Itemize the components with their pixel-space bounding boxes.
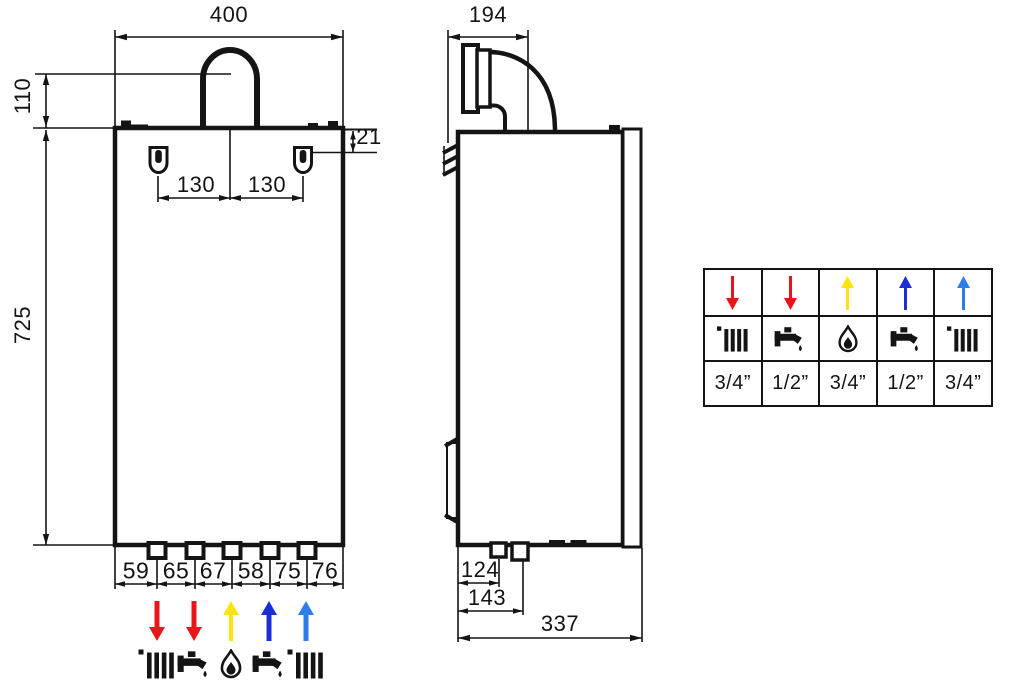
flue-elbow-inner xyxy=(489,103,507,131)
flow-arrow-down-icon xyxy=(186,601,202,641)
dim-hanger-spacing xyxy=(157,176,304,202)
table-cell-arrow-5 xyxy=(935,270,991,315)
dim-chain-label-2: 65 xyxy=(162,557,190,584)
bottom-mark xyxy=(549,540,565,547)
hanger-keyhole-right xyxy=(293,146,313,174)
table-cell-size-5: 3/4” xyxy=(935,362,991,405)
connection-marker-1 xyxy=(137,601,177,679)
connection-legend-table: 3/4” 1/2” 3/4” 1/2” 3/4” xyxy=(703,268,993,407)
side-pipe-stub xyxy=(489,541,508,559)
connection-marker-2 xyxy=(174,601,214,679)
flue-collar xyxy=(475,48,492,109)
table-cell-size-3: 3/4” xyxy=(820,362,876,405)
flow-arrow-up-icon xyxy=(956,275,970,310)
table-cell-icon-3 xyxy=(820,317,876,360)
dim-side-depth-label: 337 xyxy=(540,611,580,636)
front-pipe-stubs xyxy=(146,541,318,560)
flow-arrow-down-icon xyxy=(726,275,740,310)
dim-hanger-drop xyxy=(311,128,377,154)
front-casing-outline xyxy=(112,125,346,548)
flow-arrow-up-icon xyxy=(298,601,314,641)
top-tab-icon xyxy=(131,124,148,129)
wall-clip-top xyxy=(442,143,459,177)
dim-chain-label-3: 67 xyxy=(199,557,227,584)
flow-arrow-down-icon xyxy=(149,601,165,641)
table-cell-arrow-1 xyxy=(705,270,761,315)
flue-dome xyxy=(200,47,260,128)
dim-hanger-drop-label: 21 xyxy=(356,124,382,149)
dim-side-conn-second xyxy=(458,561,524,615)
tap-icon xyxy=(775,326,803,351)
top-tab-icon xyxy=(328,121,338,129)
dim-front-width-label: 400 xyxy=(209,2,249,27)
pipe-size-label: 3/4” xyxy=(714,372,752,394)
dim-chain-label-6: 76 xyxy=(311,557,339,584)
bottom-mark xyxy=(570,540,587,547)
dim-bottom-chain xyxy=(114,547,344,589)
flue-elbow-outer xyxy=(488,49,558,132)
flow-arrow-down-icon xyxy=(783,275,797,310)
side-view xyxy=(442,43,643,562)
dim-chain-label-4: 58 xyxy=(237,557,265,584)
table-cell-icon-5 xyxy=(935,317,991,360)
flow-arrow-up-icon xyxy=(261,601,277,641)
dim-front-height-label: 725 xyxy=(10,305,35,345)
dim-side-flue-offset xyxy=(447,30,529,143)
table-cell-icon-4 xyxy=(877,317,934,360)
table-cell-size-4: 1/2” xyxy=(877,362,934,405)
top-tab-icon xyxy=(308,123,318,130)
dim-front-height xyxy=(33,130,113,546)
flow-arrow-up-icon xyxy=(899,275,913,310)
back-panel xyxy=(621,127,643,549)
dim-side-conn-second-label: 143 xyxy=(467,585,507,610)
radiator-icon xyxy=(947,325,978,352)
flame-icon xyxy=(838,324,858,352)
dim-flue-height xyxy=(33,74,113,129)
pipe-size-label: 3/4” xyxy=(829,372,867,394)
dim-hanger-left-label: 130 xyxy=(176,172,216,197)
table-cell-arrow-2 xyxy=(762,270,819,315)
radiator-icon xyxy=(287,649,323,679)
tap-icon xyxy=(890,326,918,351)
flow-arrow-up-icon xyxy=(223,601,239,641)
dim-chain-label-5: 75 xyxy=(274,557,302,584)
side-casing-outline xyxy=(455,129,626,548)
radiator-icon xyxy=(716,325,748,352)
table-cell-icon-2 xyxy=(762,317,819,360)
table-cell-arrow-3 xyxy=(820,270,876,315)
dim-side-depth xyxy=(458,548,643,642)
dim-flue-height-label: 110 xyxy=(10,77,35,115)
radiator-icon xyxy=(138,649,174,679)
dim-chain-label-1: 59 xyxy=(122,557,150,584)
tap-icon xyxy=(252,651,282,677)
top-tab-icon xyxy=(609,125,620,132)
side-pipe-stub xyxy=(510,541,530,562)
table-cell-arrow-4 xyxy=(877,270,934,315)
front-view xyxy=(35,47,346,560)
dim-side-flue-offset-label: 194 xyxy=(468,2,508,27)
pipe-size-label: 1/2” xyxy=(772,372,809,394)
dim-side-conn-first-label: 124 xyxy=(460,557,500,582)
wall-clip-bottom xyxy=(444,436,460,525)
dim-front-width xyxy=(114,30,344,126)
table-cell-size-2: 1/2” xyxy=(762,362,819,405)
table-cell-size-1: 3/4” xyxy=(705,362,761,405)
flow-arrow-up-icon xyxy=(841,275,855,310)
dim-side-conn-first xyxy=(457,547,500,642)
top-tab-icon xyxy=(121,120,131,129)
hanger-keyhole-left xyxy=(148,146,169,174)
flame-icon xyxy=(220,649,242,679)
connection-marker-3 xyxy=(211,601,251,679)
table-cell-icon-1 xyxy=(705,317,761,360)
connection-marker-5 xyxy=(286,601,326,679)
pipe-size-label: 3/4” xyxy=(944,372,982,394)
dim-hanger-right-label: 130 xyxy=(247,172,287,197)
tap-icon xyxy=(177,651,207,677)
connection-marker-4 xyxy=(249,601,289,679)
pipe-size-label: 1/2” xyxy=(887,372,924,394)
